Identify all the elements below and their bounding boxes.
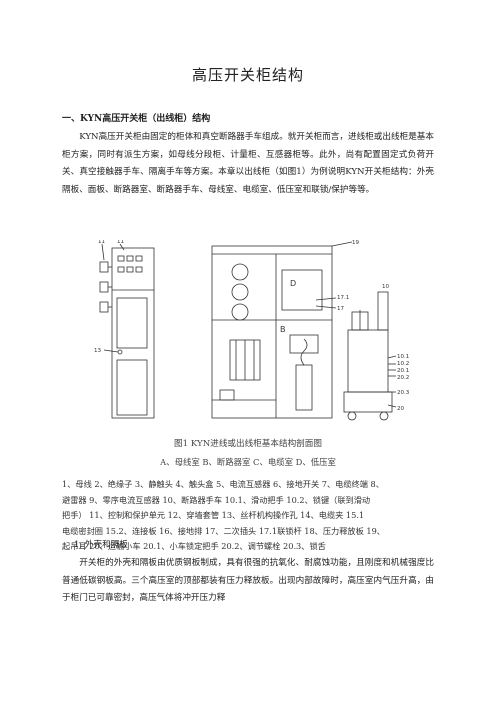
legend-line: 电缆密封圈 15.2、连接板 16、接地排 17、二次插头 17.1联锁杆 18… xyxy=(62,525,385,536)
figure-subcaption: A、母线室 B、断路器室 C、电缆室 D、低压室 xyxy=(160,457,336,467)
legend-line: 起吊耳 20、运输小车 20.1、小车锁定把手 20.2、调节螺栓 20.3、锁… xyxy=(62,541,326,551)
label-11: 11 xyxy=(117,240,124,245)
body-paragraph: 开关柜的外壳和隔板由优质钢板制成，具有很强的抗氧化、耐腐蚀功能，且刚度和机械强度… xyxy=(62,558,434,603)
label-10-2: 10.2 xyxy=(397,361,409,367)
label-10-1: 10.1 xyxy=(397,354,409,360)
label-20-2: 20.2 xyxy=(397,375,409,381)
label-b: B xyxy=(280,325,286,334)
figure-caption: 图1 KYN进线或出线柜基本结构剖面图 xyxy=(174,439,322,449)
legend-line: 1、母线 2、绝缘子 3、静触头 4、触头盒 5、电流互感器 6、接地开关 7、… xyxy=(62,479,384,489)
label-17: 17 xyxy=(337,306,344,312)
label-20: 20 xyxy=(397,406,404,412)
label-20-1: 20.1 xyxy=(397,368,409,374)
figure-legend: 1、母线 2、绝缘子 3、静触头 4、触头盒 5、电流互感器 6、接地开关 7、… xyxy=(62,477,442,555)
label-19: 19 xyxy=(352,240,359,246)
label-20-3: 20.3 xyxy=(397,390,410,396)
label-13: 13 xyxy=(94,348,101,354)
section-heading: 一、KYN高压开关柜（出线柜）结构 xyxy=(62,114,211,124)
label-10: 10 xyxy=(382,284,389,290)
label-17-1: 17.1 xyxy=(337,295,349,301)
intro-paragraph: KYN高压开关柜由固定的柜体和真空断路器手车组成。就开关柜而言，进线柜或出线柜是… xyxy=(62,132,434,195)
page-title: 高压开关柜结构 xyxy=(191,66,304,84)
cabinet-figure: 11 11 13 19 D B 17.1 17 10 10.1 10.2 20.… xyxy=(94,240,410,421)
legend-line: 避雷器 9、零序电流互感器 10、断路器手车 10.1、滑动把手 10.2、锁键… xyxy=(62,494,371,505)
subsection-heading: 1. 外壳和隔板 xyxy=(74,540,128,550)
label-d: D xyxy=(290,279,296,288)
legend-line: 把手） 11、控制和保护单元 12、穿墙套管 13、丝杆机构操作孔 14、电缆夹… xyxy=(62,510,365,520)
label-11-left: 11 xyxy=(98,240,105,245)
